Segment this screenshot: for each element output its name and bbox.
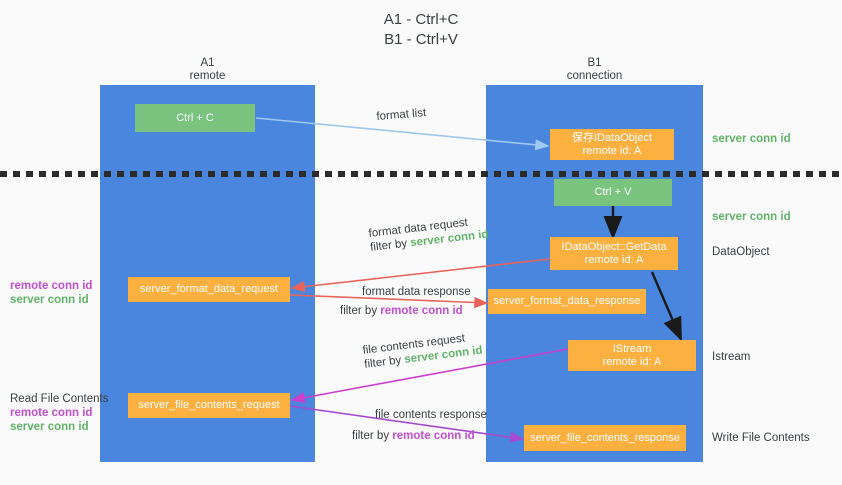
filter-target-4: remote conn id: [392, 430, 475, 442]
node-server-format-data-request[interactable]: server_format_data_request: [128, 277, 290, 302]
filter-prefix-1: filter by: [369, 237, 411, 254]
edge-label-file-contents-request: file contents request filter by server c…: [362, 331, 483, 371]
edge-label-format-data-request: format data request filter by server con…: [368, 215, 489, 254]
annotation-dataobject: DataObject: [712, 246, 770, 258]
node-ctrl-v-label: Ctrl + V: [594, 186, 632, 198]
node-server-file-contents-response[interactable]: server_file_contents_response: [524, 425, 686, 451]
annotation-write-file-contents: Write File Contents: [712, 432, 810, 444]
annotation-format-request-conn-ids: remote conn id server conn id: [10, 279, 92, 307]
node-istream-sub: remote id: A: [602, 355, 662, 368]
edge-label-format-list-text: format list: [376, 107, 427, 123]
separator-dashed-line: [0, 171, 842, 177]
annotation-istream: Istream: [712, 351, 751, 363]
title-line-2: B1 - Ctrl+V: [384, 31, 458, 48]
annotation-remote-conn-id-2: remote conn id: [10, 407, 93, 419]
lane-a1-role: remote: [189, 70, 226, 82]
edge-label-format-data-response-filter: filter by remote conn id: [340, 305, 471, 317]
annotation-remote-conn-id-1: remote conn id: [10, 280, 93, 292]
edge-label-format-list: format list: [376, 107, 427, 123]
filter-prefix-4: filter by: [352, 430, 393, 442]
annotation-server-conn-id-second: server conn id: [712, 211, 791, 223]
node-server-file-contents-request-label: server_file_contents_request: [138, 399, 280, 411]
node-server-format-data-response[interactable]: server_format_data_response: [488, 289, 646, 314]
node-ctrl-v[interactable]: Ctrl + V: [554, 179, 672, 206]
filter-target-2: remote conn id: [380, 305, 463, 317]
node-ctrl-c-label: Ctrl + C: [176, 111, 214, 124]
annotation-server-conn-id-top: server conn id: [712, 133, 791, 145]
node-istream-label: IStream: [612, 342, 652, 355]
annotation-read-file-contents: Read File Contents remote conn id server…: [10, 392, 108, 434]
node-save-idataobject-label: 保存IDataObject: [571, 131, 653, 144]
lane-b1-role: connection: [566, 70, 623, 82]
diagram-title: A1 - Ctrl+C B1 - Ctrl+V: [0, 10, 842, 50]
node-save-idataobject[interactable]: 保存IDataObject remote id: A: [550, 129, 674, 160]
node-server-format-data-response-label: server_format_data_response: [493, 295, 641, 307]
node-idataobject-getdata-sub: remote id: A: [584, 253, 644, 266]
node-idataobject-getdata-label: IDataObject::GetData: [561, 240, 667, 253]
node-ctrl-c[interactable]: Ctrl + C: [135, 104, 255, 132]
filter-prefix-3: filter by: [363, 353, 406, 371]
edge-label-format-data-response-title: format data response: [362, 286, 471, 298]
filter-prefix-2: filter by: [340, 305, 381, 317]
title-line-1: A1 - Ctrl+C: [383, 11, 459, 28]
annotation-server-conn-id-1: server conn id: [10, 294, 89, 306]
lane-a1-name: A1: [200, 57, 215, 69]
node-istream[interactable]: IStream remote id: A: [568, 340, 696, 371]
annotation-server-conn-id-2: server conn id: [10, 421, 89, 433]
lane-header-a1: A1 remote: [100, 57, 315, 83]
edge-label-file-contents-response-title: file contents response: [375, 409, 487, 421]
node-server-file-contents-response-label: server_file_contents_response: [530, 431, 680, 444]
node-save-idataobject-sub: remote id: A: [582, 144, 642, 157]
edge-label-file-contents-response: file contents response filter by remote …: [352, 409, 487, 442]
edge-label-file-contents-response-filter: filter by remote conn id: [352, 430, 487, 442]
lane-header-b1: B1 connection: [486, 57, 703, 83]
lane-b1-name: B1: [587, 57, 602, 69]
annotation-read-file-contents-title: Read File Contents: [10, 393, 109, 405]
node-server-format-data-request-label: server_format_data_request: [139, 283, 279, 295]
node-server-file-contents-request[interactable]: server_file_contents_request: [128, 393, 290, 418]
edge-label-format-data-response: format data response filter by remote co…: [340, 286, 471, 317]
node-idataobject-getdata[interactable]: IDataObject::GetData remote id: A: [550, 237, 678, 270]
